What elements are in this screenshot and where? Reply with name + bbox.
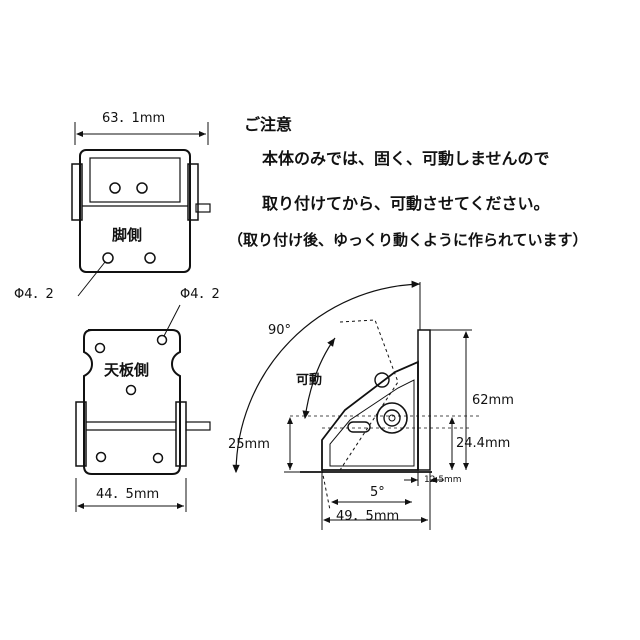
note-line-1: 本体のみでは、固く、可動しませんので [262, 149, 550, 168]
bottom-side-label: 天板側 [104, 361, 149, 379]
motion-label: 可動 [296, 372, 322, 388]
side-view [232, 280, 480, 530]
notes-title: ご注意 [244, 115, 293, 134]
angle-label: 90° [268, 323, 291, 338]
depth-label: 49．5mm [336, 509, 399, 524]
bottom-hole-label: Φ4．2 [180, 287, 220, 302]
note-line-2: 取り付けてから、可動させてください。 [262, 194, 550, 213]
top-width-label: 63．1mm [102, 111, 165, 126]
top-view [71, 122, 211, 297]
top-side-label: 脚側 [112, 226, 142, 244]
pivot-height-label: 24.4mm [456, 436, 510, 451]
left-height-label: 25mm [228, 437, 270, 452]
offset-label: 12.5mm [424, 475, 462, 485]
bottom-view [75, 304, 211, 512]
note-line-3: （取り付け後、ゆっくり動くように作られています） [228, 231, 588, 249]
tilt-label: 5° [370, 485, 385, 500]
bottom-width-label: 44．5mm [96, 487, 159, 502]
top-hole-label: Φ4．2 [14, 287, 54, 302]
height-label: 62mm [472, 393, 514, 408]
